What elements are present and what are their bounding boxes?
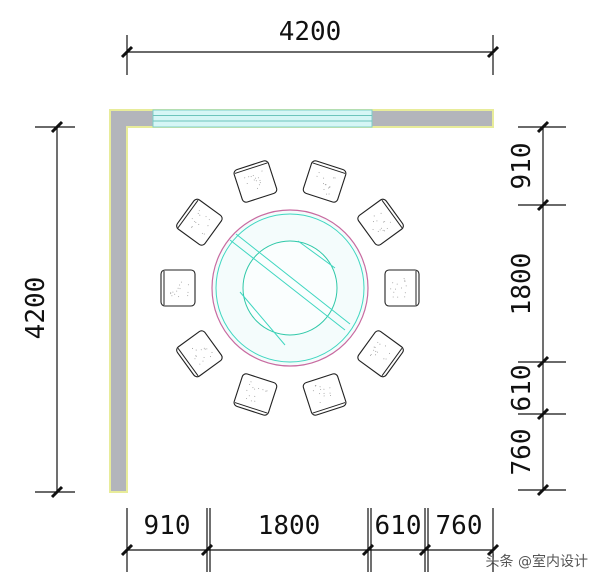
- dim-bottom-3: 610: [375, 511, 422, 541]
- chair: [302, 160, 347, 203]
- dim-top-total: 4200: [279, 17, 342, 47]
- dim-bottom-4: 760: [436, 511, 483, 541]
- dim-bottom-2: 1800: [258, 511, 321, 541]
- chair: [385, 270, 419, 306]
- chair: [356, 198, 405, 247]
- chair: [233, 373, 278, 416]
- chair: [161, 270, 195, 306]
- dim-right-3: 610: [507, 365, 537, 412]
- dim-right-4: 760: [507, 429, 537, 476]
- chair: [233, 160, 278, 203]
- dim-right-2: 1800: [507, 253, 537, 316]
- chair: [302, 373, 347, 416]
- window: [153, 110, 372, 127]
- dim-bottom-1: 910: [144, 511, 191, 541]
- chair: [356, 329, 405, 378]
- dim-right-1: 910: [507, 143, 537, 190]
- dim-left-total: 4200: [21, 277, 51, 340]
- round-table: [212, 210, 368, 366]
- chair: [175, 198, 224, 247]
- chair: [175, 329, 224, 378]
- watermark: 头条 @室内设计: [486, 553, 588, 570]
